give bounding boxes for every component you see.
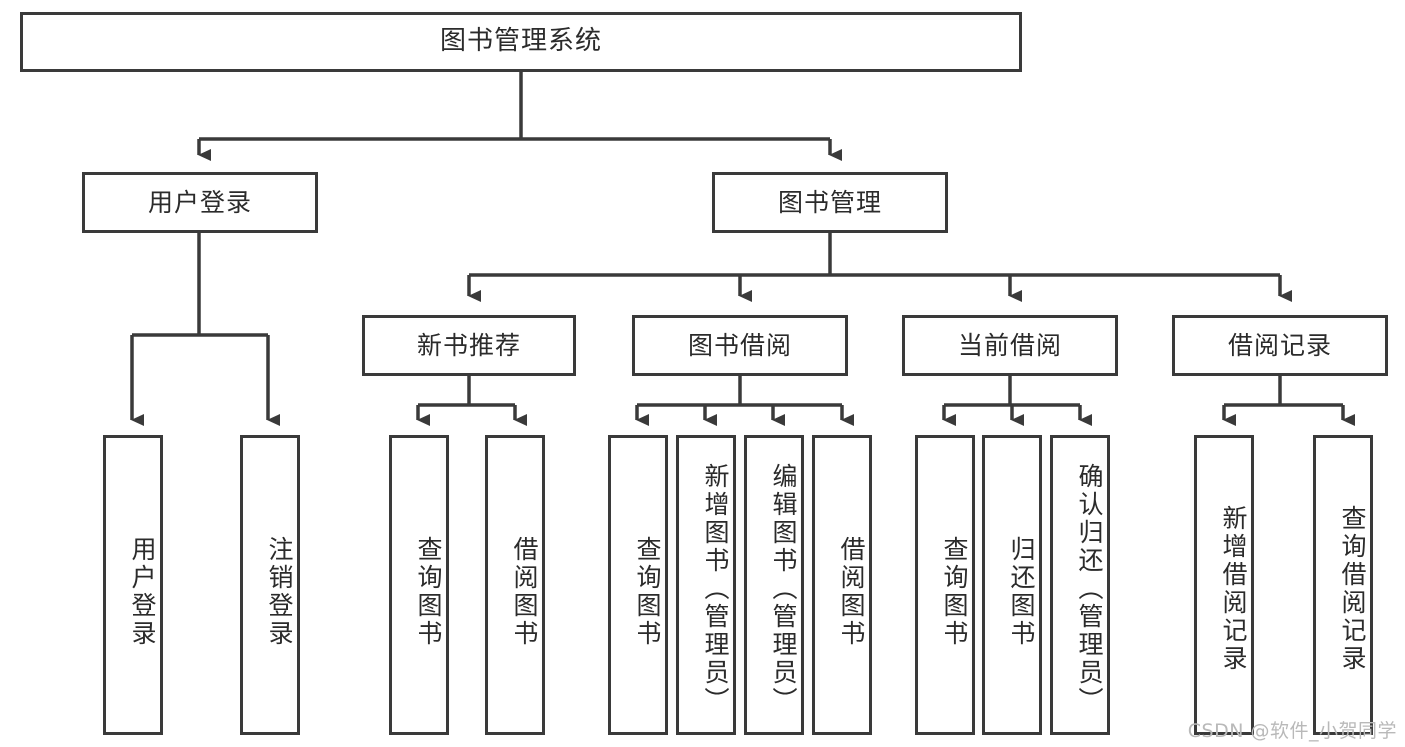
node-label: 当前借阅	[957, 330, 1062, 360]
node-root-book-management-system[interactable]: 图书管理系统	[20, 12, 1022, 72]
node-label: 查询图书	[940, 536, 969, 648]
leaf-edit-book-admin[interactable]: 编辑图书（管理员）	[744, 435, 804, 735]
node-label: 借阅记录	[1227, 330, 1332, 360]
node-current-borrowing[interactable]: 当前借阅	[902, 315, 1118, 376]
leaf-add-book-admin[interactable]: 新增图书（管理员）	[676, 435, 736, 735]
leaf-return-book[interactable]: 归还图书	[982, 435, 1042, 735]
node-label: 借阅图书	[510, 536, 539, 648]
leaf-borrow-book-new-rec[interactable]: 借阅图书	[485, 435, 545, 735]
leaf-query-borrow-record[interactable]: 查询借阅记录	[1313, 435, 1373, 735]
node-label: 图书管理系统	[439, 26, 602, 57]
leaf-add-borrow-record[interactable]: 新增借阅记录	[1194, 435, 1254, 735]
node-label: 图书借阅	[687, 330, 792, 360]
leaf-query-book-current[interactable]: 查询图书	[915, 435, 975, 735]
watermark-text: CSDN @软件_小贺同学	[1187, 720, 1397, 742]
leaf-confirm-return-admin[interactable]: 确认归还（管理员）	[1050, 435, 1110, 735]
node-label: 新增图书（管理员）	[701, 463, 730, 715]
node-new-book-recommendation[interactable]: 新书推荐	[362, 315, 576, 376]
leaf-query-book-new-rec[interactable]: 查询图书	[389, 435, 449, 735]
node-book-management[interactable]: 图书管理	[712, 172, 948, 233]
leaf-user-login[interactable]: 用户登录	[103, 435, 163, 735]
node-label: 新增借阅记录	[1219, 505, 1248, 673]
node-borrowing-record[interactable]: 借阅记录	[1172, 315, 1388, 376]
node-label: 新书推荐	[416, 330, 521, 360]
node-label: 注销登录	[265, 536, 294, 648]
leaf-query-book-borrow[interactable]: 查询图书	[608, 435, 668, 735]
node-label: 编辑图书（管理员）	[769, 463, 798, 715]
leaf-logout[interactable]: 注销登录	[240, 435, 300, 735]
node-label: 查询图书	[414, 536, 443, 648]
node-label: 图书管理	[777, 187, 882, 217]
leaf-borrow-book-borrow[interactable]: 借阅图书	[812, 435, 872, 735]
node-book-borrowing[interactable]: 图书借阅	[632, 315, 848, 376]
node-user-login[interactable]: 用户登录	[82, 172, 318, 233]
node-label: 用户登录	[147, 187, 252, 217]
node-label: 查询借阅记录	[1338, 505, 1367, 673]
node-label: 查询图书	[633, 536, 662, 648]
node-label: 归还图书	[1007, 536, 1036, 648]
node-label: 借阅图书	[837, 536, 866, 648]
node-label: 确认归还（管理员）	[1075, 463, 1104, 715]
node-label: 用户登录	[128, 536, 157, 648]
